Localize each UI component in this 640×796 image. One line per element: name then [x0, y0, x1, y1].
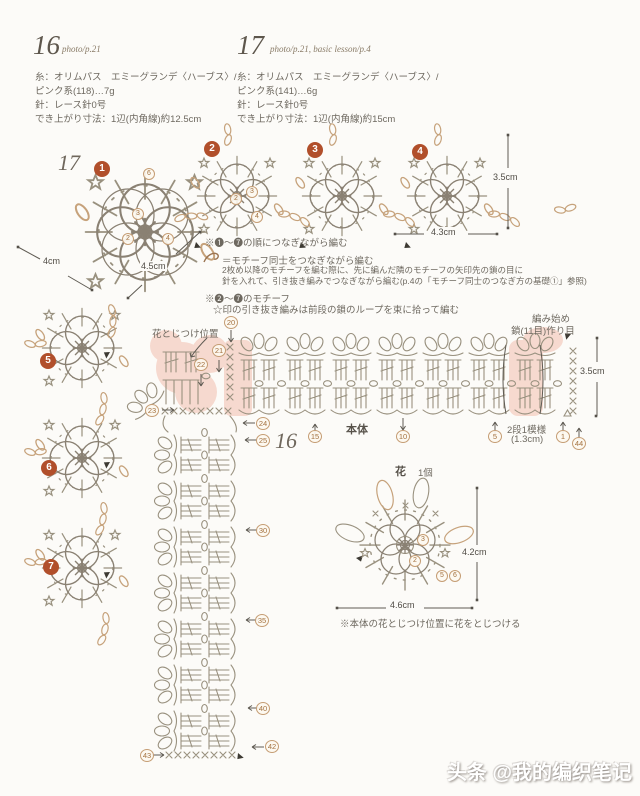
note-join-symbol: ＝モチーフ同士をつなぎながら編む	[222, 256, 374, 267]
row-number-1: 1	[556, 430, 570, 443]
motif1-width-measure: 4cm	[42, 256, 62, 266]
row-number-15: 15	[308, 430, 322, 443]
flower-title: 花	[395, 466, 406, 478]
watermark: 头条 @我的编织笔记	[446, 762, 632, 784]
row-number-30: 30	[256, 524, 270, 537]
note-join-order: ※❶〜❼の順につなぎながら編む	[205, 238, 348, 249]
flower-attach-label: 花とじつけ位置	[152, 329, 219, 340]
pattern-16-number: 16	[33, 30, 60, 60]
repeat-label-2: (1.3cm)	[511, 434, 544, 445]
row-number-20: 20	[224, 316, 238, 329]
motif2-round-2: 2	[230, 193, 242, 205]
flower-height-measure: 4.2cm	[461, 547, 488, 557]
flower-count: 1個	[418, 468, 433, 479]
pattern-17-size: でき上がり寸法：1辺(内角線)約15cm	[237, 114, 396, 125]
motif-order-2: 2	[204, 141, 220, 157]
flower-round-3: 3	[417, 534, 429, 546]
row-number-44: 44	[572, 437, 586, 450]
motif-width-measure: 4.3cm	[430, 227, 457, 237]
pattern-16-color: ピンク系(118)…7g	[35, 86, 115, 97]
flower-round-5: 5	[436, 570, 448, 582]
flower-width-measure: 4.6cm	[389, 600, 416, 610]
note-star-mark: ☆印の引き抜き編みは前段の鎖のループを束に拾って編む	[213, 305, 459, 316]
motif1-round-4: 4	[162, 233, 174, 245]
motif-order-5: 5	[40, 353, 56, 369]
note-motifs-2-7: ※❷〜❼のモチーフ	[205, 294, 290, 305]
motif-order-4: 4	[412, 144, 428, 160]
row-number-24: 24	[256, 417, 270, 430]
repeat-label-1: 2段1模様	[507, 425, 547, 436]
row-number-25: 25	[256, 434, 270, 447]
start-label-1: 編み始め	[532, 314, 571, 325]
pattern-16-size: でき上がり寸法：1辺(内角線)約12.5cm	[35, 114, 202, 125]
motif1-round-2: 2	[122, 233, 134, 245]
body-label: 本体	[346, 424, 368, 436]
motif-order-3: 3	[307, 142, 323, 158]
pattern-17-number: 17	[237, 30, 264, 60]
flower-round-6: 6	[449, 570, 461, 582]
motif1-round-6: 6	[143, 168, 155, 180]
row-number-40: 40	[256, 702, 270, 715]
motif2-round-3: 3	[246, 186, 258, 198]
start-label-2: 鎖(11目)作り目	[511, 326, 575, 337]
pattern-17-hook: 針：レース針0号	[237, 100, 309, 111]
motif-height-measure: 3.5cm	[492, 172, 519, 182]
flower-note: ※本体の花とじつけ位置に花をとじつける	[340, 619, 521, 630]
row-number-23: 23	[145, 404, 159, 417]
pattern-17-yarn: 糸：オリムパス エミーグランデ〈ハーブス〉/	[237, 72, 439, 83]
row-number-35: 35	[255, 614, 269, 627]
motif-diagonal-measure: 4.5cm	[140, 261, 167, 271]
pattern-16-hook: 針：レース針0号	[35, 100, 107, 111]
row-number-10: 10	[396, 430, 410, 443]
motif-order-7: 7	[43, 559, 59, 575]
flower-round-2: 2	[409, 555, 421, 567]
row-number-5: 5	[488, 430, 502, 443]
diagram-label-17: 17	[58, 150, 80, 175]
pattern-16-yarn: 糸：オリムパス エミーグランデ〈ハーブス〉/	[35, 72, 237, 83]
motif2-round-4: 4	[251, 211, 263, 223]
row-number-42: 42	[265, 740, 279, 753]
row-number-22: 22	[194, 358, 208, 371]
pattern-17-color: ピンク系(141)…6g	[237, 86, 318, 97]
motif-order-1: 1	[94, 161, 110, 177]
motif1-round-3: 3	[132, 208, 144, 220]
note-join-detail-1: 2枚め以降のモチーフを編む際に、先に編んだ隣のモチーフの矢印先の鎖の目に	[222, 265, 523, 275]
row-number-43: 43	[140, 749, 154, 762]
band-height-measure: 3.5cm	[579, 366, 606, 376]
diagram-label-16: 16	[275, 428, 297, 453]
pattern-16-photo-ref: photo/p.21	[62, 44, 101, 54]
note-join-detail-2: 針を入れて、引き抜き編みでつなぎながら編む(p.4の「モチーフ同士のつなぎ方の基…	[222, 276, 587, 286]
row-number-21: 21	[212, 344, 226, 357]
pattern-17-photo-ref: photo/p.21, basic lesson/p.4	[270, 44, 371, 54]
measurement-lines	[16, 133, 599, 610]
motif-order-6: 6	[41, 460, 57, 476]
